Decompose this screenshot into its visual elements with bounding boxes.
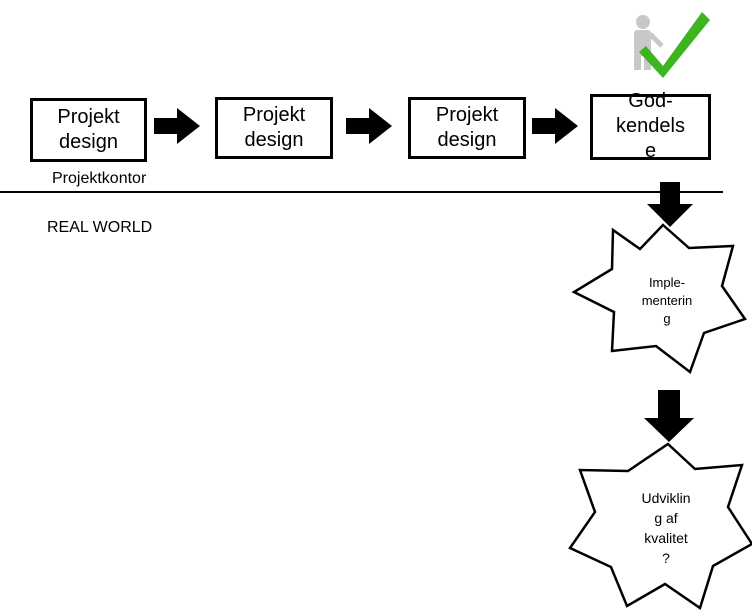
outcome-1-line-3: g	[663, 311, 671, 326]
divider-line	[0, 191, 723, 193]
star-burst-shape	[571, 223, 747, 375]
step-box-2: Projekt design	[215, 97, 333, 159]
step-1-line-1: Projekt	[57, 106, 120, 128]
step-box-3: Projekt design	[408, 97, 526, 159]
arrow-down-icon	[644, 390, 694, 442]
office-label: Projektkontor	[52, 170, 147, 187]
approval-line-1: God-	[628, 90, 673, 112]
checkmark-figure-icon	[634, 12, 710, 78]
step-2-line-2: design	[244, 129, 304, 151]
arrow-right-icon	[154, 108, 200, 144]
step-1-line-2: design	[59, 131, 118, 153]
arrow-right-icon	[346, 108, 392, 144]
outcome-1-line-1: Imple-	[648, 275, 686, 290]
approval-line-2: kendels	[616, 115, 685, 137]
step-3-line-2: design	[437, 129, 497, 151]
step-2-line-1: Projekt	[242, 104, 306, 126]
outcome-1-label: Imple- menterin g	[615, 274, 719, 328]
outcome-2-line-1: Udviklin	[641, 490, 691, 506]
arrow-right-icon	[532, 108, 578, 144]
arrow-down-icon	[647, 182, 693, 227]
step-box-approval: God- kendels e	[590, 90, 711, 162]
star-burst-shape	[568, 442, 752, 610]
approval-line-3: e	[644, 140, 657, 162]
step-3-line-1: Projekt	[435, 104, 499, 126]
outcome-2-line-3: kvalitet	[644, 530, 688, 546]
outcome-2-line-4: ?	[662, 550, 670, 566]
outcome-1-line-2: menterin	[641, 293, 693, 308]
outcome-2-line-2: g af	[654, 510, 678, 526]
step-box-1: Projekt design	[30, 98, 147, 162]
outcome-2-label: Udviklin g af kvalitet ?	[606, 488, 726, 568]
real-world-label: REAL WORLD	[47, 219, 153, 236]
